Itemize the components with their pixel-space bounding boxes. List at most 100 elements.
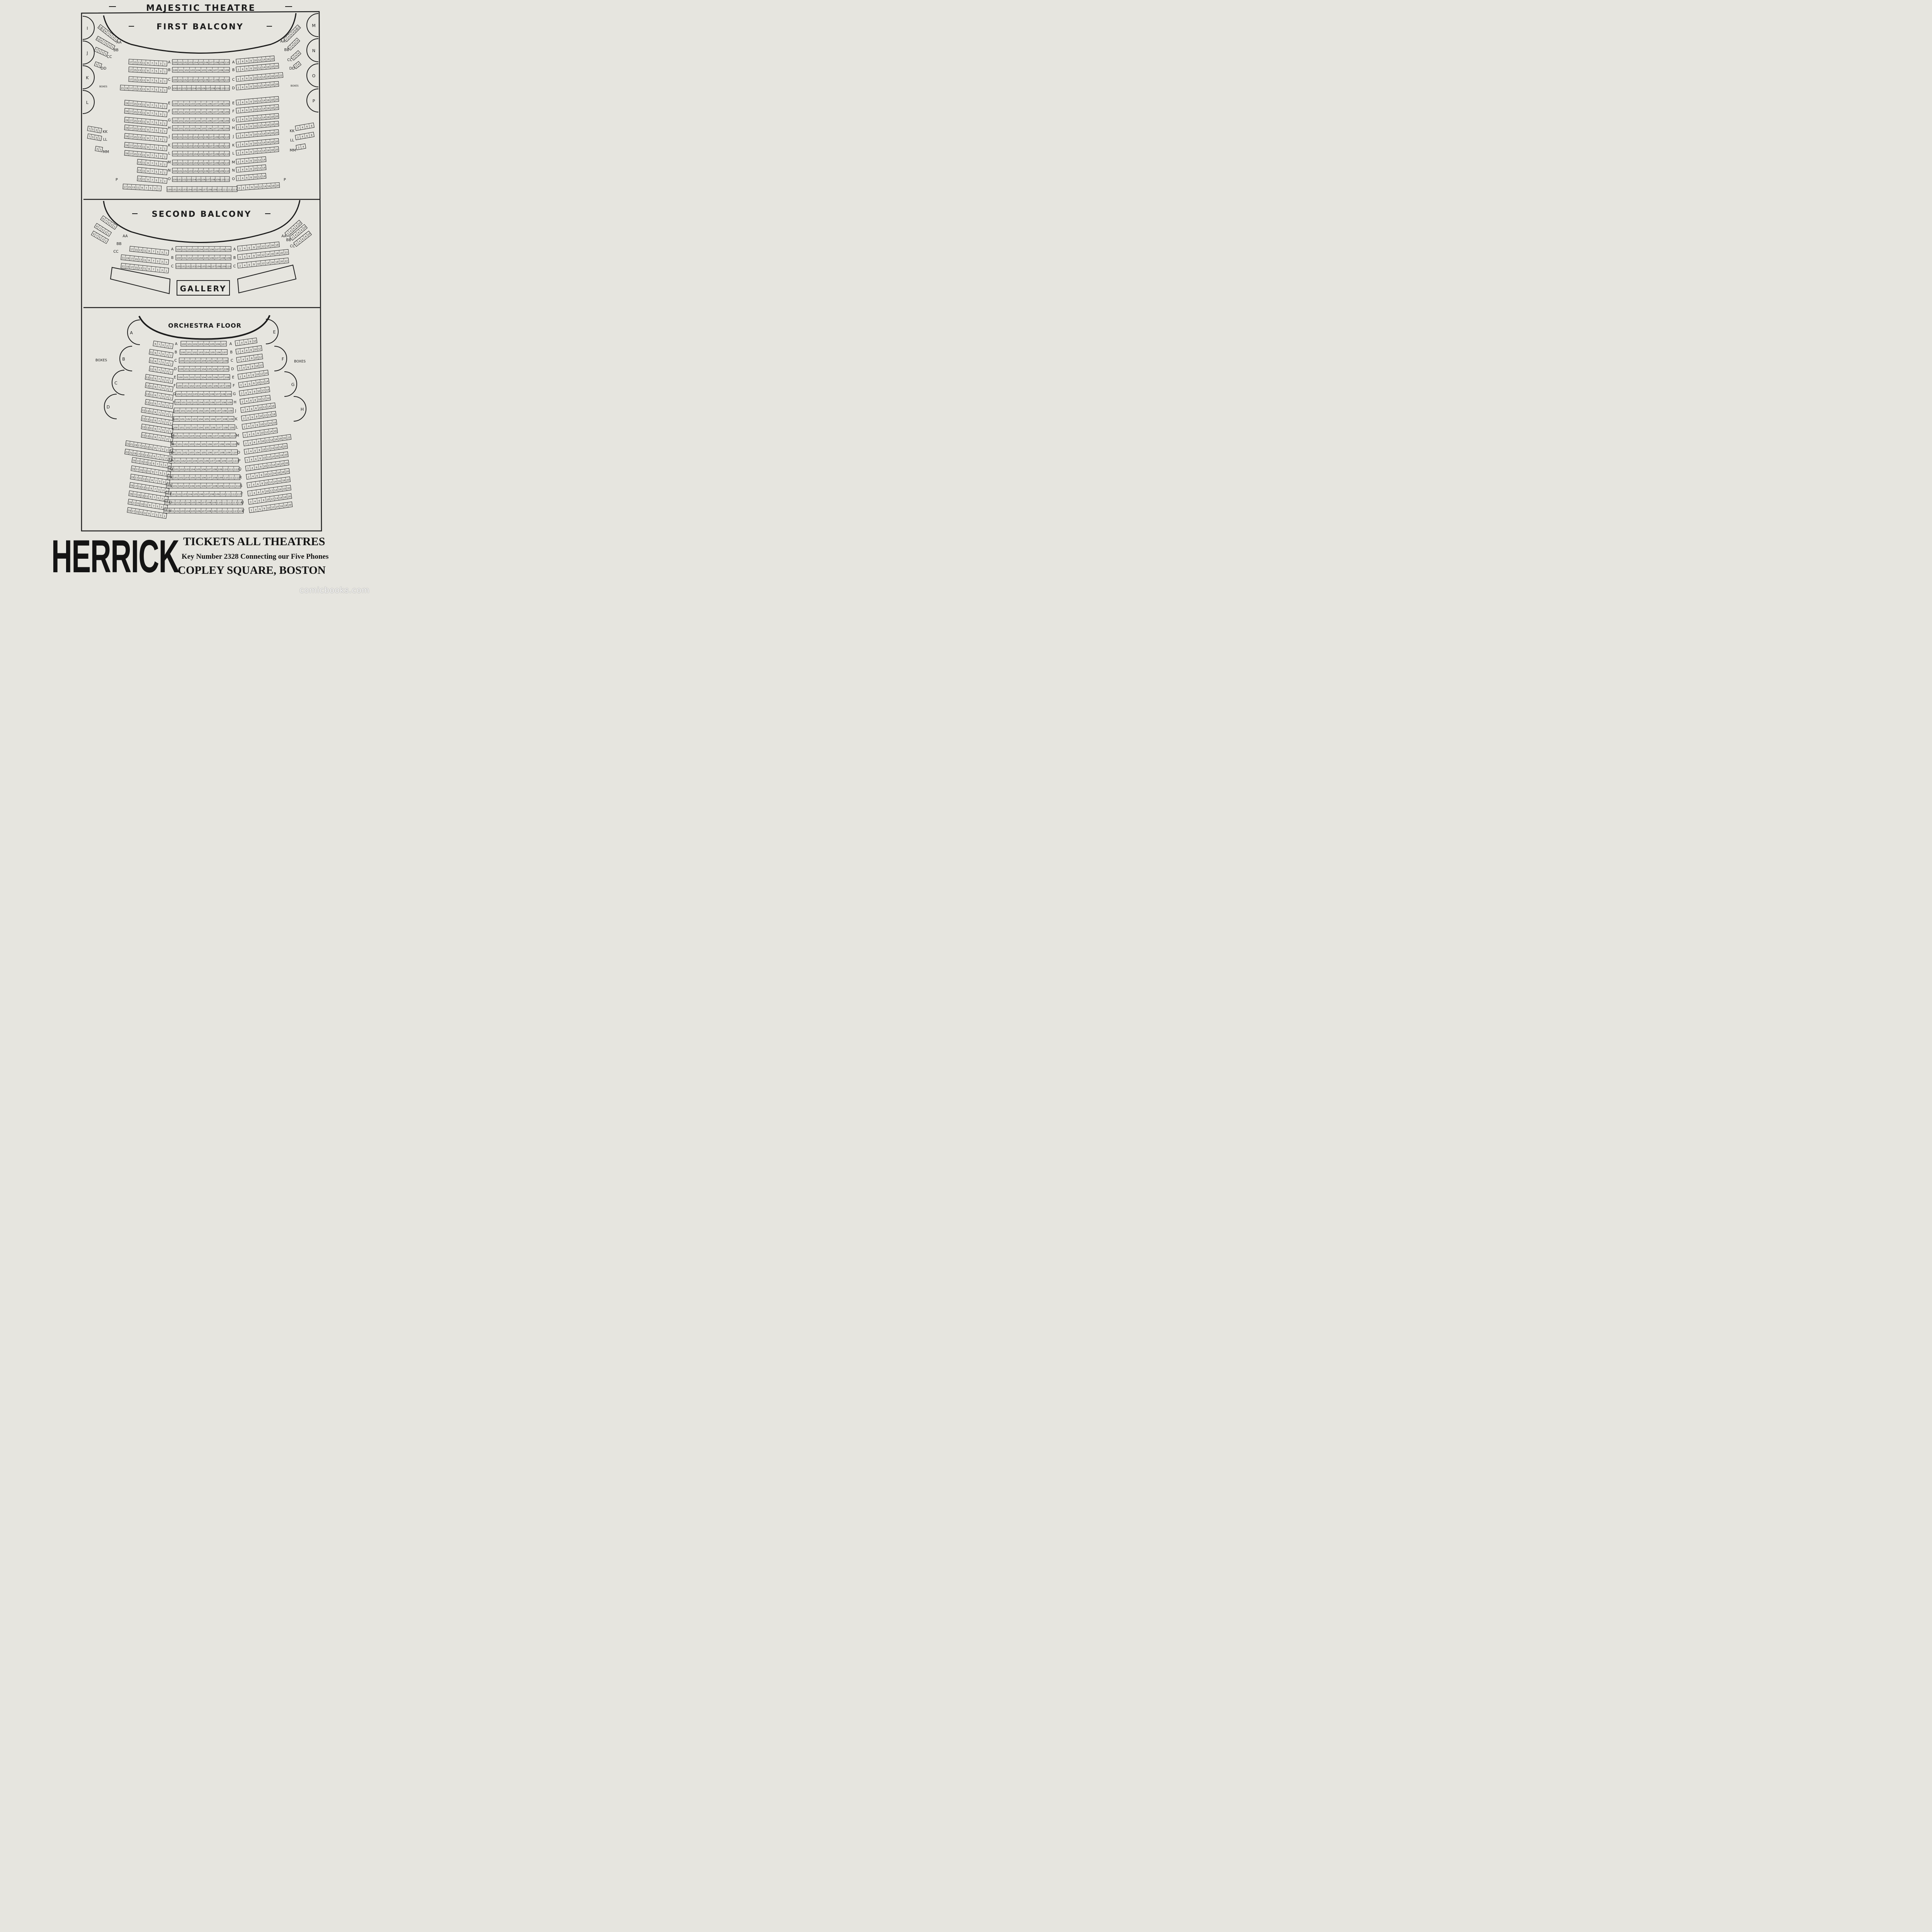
box-N[interactable]: N bbox=[306, 38, 319, 62]
box-O[interactable]: O bbox=[306, 63, 319, 87]
box-L[interactable]: L bbox=[82, 90, 95, 114]
box-K[interactable]: K bbox=[82, 65, 95, 89]
box-M[interactable]: M bbox=[306, 13, 319, 37]
box-H[interactable]: H bbox=[293, 396, 306, 422]
box-D[interactable]: D bbox=[104, 394, 117, 419]
box-A[interactable]: A bbox=[127, 320, 140, 345]
box-G[interactable]: G bbox=[284, 371, 297, 397]
